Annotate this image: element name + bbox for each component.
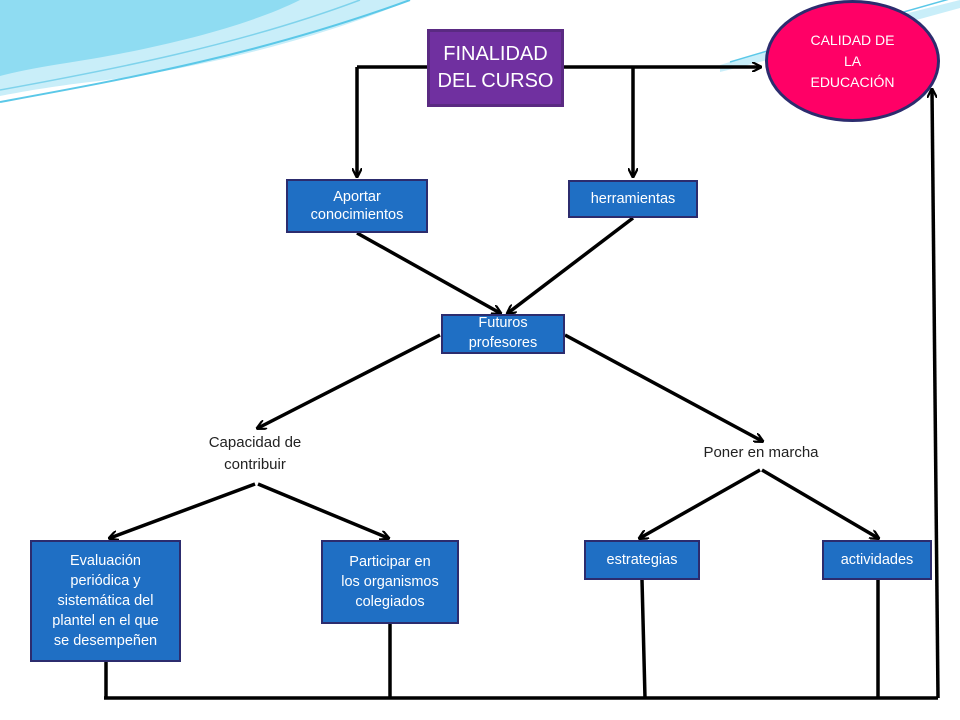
title-text: FINALIDAD DEL CURSO — [437, 43, 554, 92]
label-poner: Poner en marcha — [703, 444, 819, 461]
goal-text: CALIDAD DE LA EDUCACIÓN — [810, 31, 895, 90]
node-futuros: Futuros profesores — [441, 314, 565, 354]
arrow-aportar-to-futuros — [356, 231, 500, 313]
arrow-herramientas-to-futuros — [508, 216, 635, 313]
node-actividades: actividades — [822, 540, 932, 580]
arrow-capacidad-to-participar — [257, 482, 388, 538]
arrow-futuros-to-capacidad — [258, 333, 441, 428]
node-evaluacion-label: Evaluación periódica y sistemática del p… — [52, 553, 159, 649]
node-estrategias: estrategias — [584, 540, 700, 580]
arrow-poner-to-actividades — [761, 468, 878, 538]
arrow-poner-to-estrategias — [640, 468, 761, 538]
line-estrategias-down — [640, 579, 647, 699]
node-estrategias-label: estrategias — [606, 551, 678, 568]
node-herramientas: herramientas — [568, 180, 698, 218]
label-capacidad: Capacidad de contribuir — [208, 434, 302, 473]
node-futuros-label: Futuros profesores — [468, 315, 538, 351]
arrow-up-to-goal — [932, 90, 940, 699]
node-evaluacion: Evaluación periódica y sistemática del p… — [30, 540, 181, 662]
arrow-capacidad-to-evaluacion — [110, 482, 256, 538]
goal-oval-calidad: CALIDAD DE LA EDUCACIÓN — [765, 0, 940, 122]
node-aportar-label: Aportar conocimientos — [310, 188, 404, 223]
node-herramientas-label: herramientas — [590, 190, 676, 207]
node-participar: Participar en los organismos colegiados — [321, 540, 459, 624]
arrow-futuros-to-poner — [564, 333, 762, 441]
node-aportar: Aportar conocimientos — [286, 179, 428, 233]
node-participar-label: Participar en los organismos colegiados — [341, 553, 439, 611]
node-actividades-label: actividades — [840, 551, 914, 568]
title-box-finalidad: FINALIDAD DEL CURSO — [427, 29, 564, 107]
